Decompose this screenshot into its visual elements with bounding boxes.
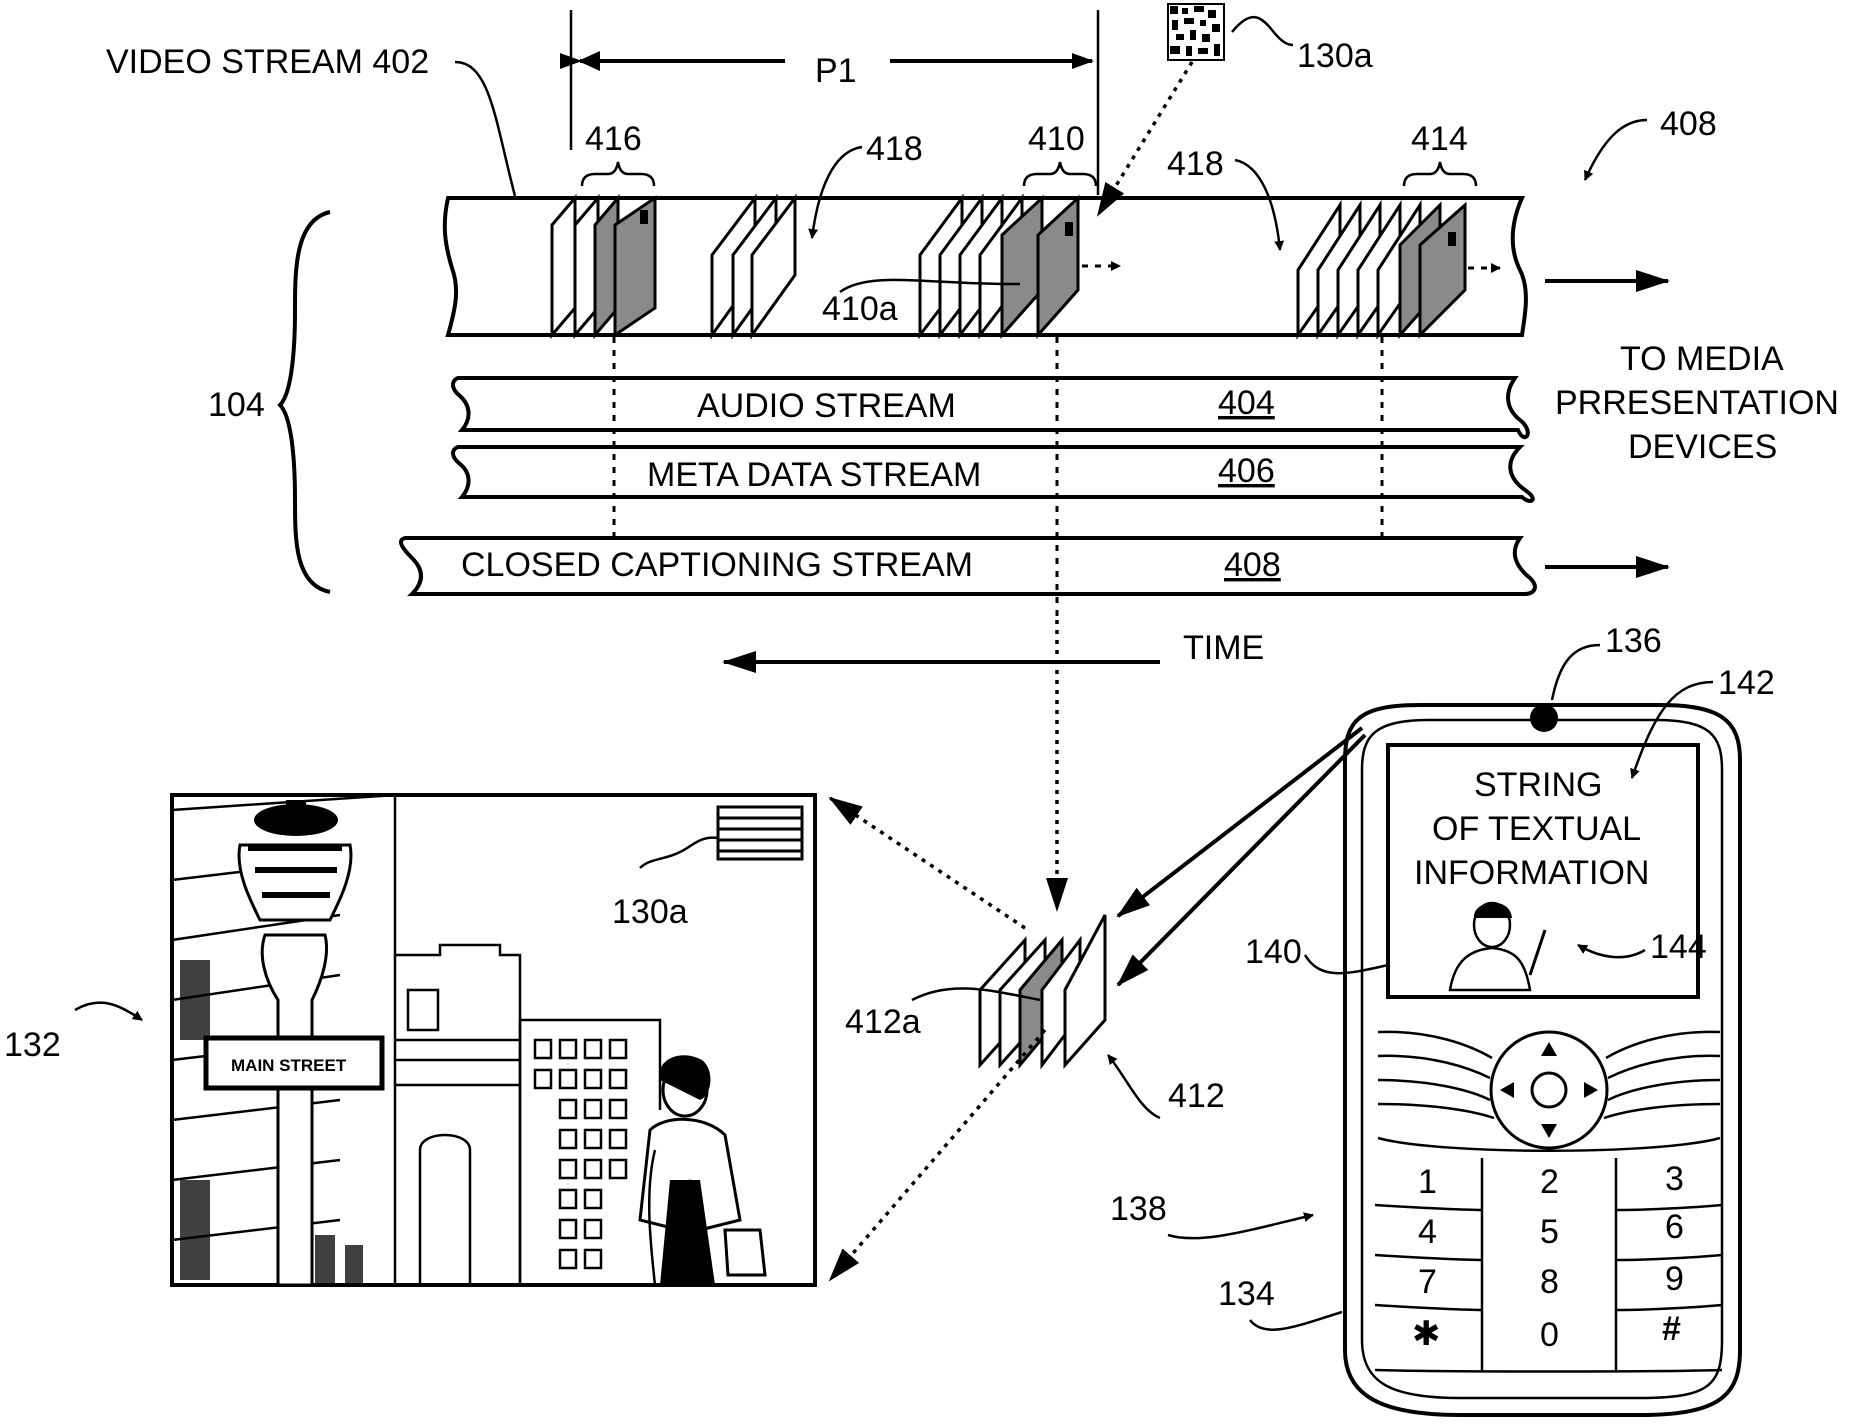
ref-412-leader xyxy=(1108,1055,1160,1118)
ref-412a: 412a xyxy=(845,1003,921,1041)
phone-text-line-3: INFORMATION xyxy=(1414,854,1649,892)
phone-camera-icon xyxy=(1530,704,1558,732)
ref-136: 136 xyxy=(1605,622,1662,660)
closed-captioning-stream-label: CLOSED CAPTIONING STREAM xyxy=(461,546,973,584)
ref-408-top: 408 xyxy=(1660,105,1717,143)
to-media-line-3: DEVICES xyxy=(1628,428,1777,466)
to-media-line-1: TO MEDIA xyxy=(1620,340,1784,378)
ref-138-leader xyxy=(1168,1215,1313,1238)
ref-412: 412 xyxy=(1168,1077,1225,1115)
key-hash[interactable]: # xyxy=(1662,1310,1681,1348)
key-6[interactable]: 6 xyxy=(1665,1208,1684,1246)
key-8[interactable]: 8 xyxy=(1540,1263,1559,1301)
screen-code-icon xyxy=(718,807,802,859)
ref-418-a-leader xyxy=(812,147,862,238)
qr-to-stream-line xyxy=(1098,62,1192,215)
ref-410a: 410a xyxy=(822,290,898,328)
brace-410 xyxy=(1024,162,1096,186)
ref-416: 416 xyxy=(585,120,642,158)
key-5[interactable]: 5 xyxy=(1540,1213,1559,1251)
frame-group-414 xyxy=(1298,205,1500,335)
ref-144: 144 xyxy=(1650,928,1707,966)
ref-136-leader xyxy=(1552,645,1600,700)
ref-132-leader xyxy=(75,1003,142,1020)
brace-414 xyxy=(1404,162,1476,186)
ref-132: 132 xyxy=(4,1026,61,1064)
audio-stream-label: AUDIO STREAM xyxy=(697,387,956,425)
ref-406: 406 xyxy=(1218,452,1275,490)
key-2[interactable]: 2 xyxy=(1540,1163,1559,1201)
phone-text-line-1: STRING xyxy=(1474,766,1602,804)
key-7[interactable]: 7 xyxy=(1418,1263,1437,1301)
ref-134: 134 xyxy=(1218,1275,1275,1313)
time-label: TIME xyxy=(1183,629,1264,667)
ref-408-top-leader xyxy=(1585,120,1647,180)
qr-code-icon xyxy=(1168,4,1224,60)
412-to-screen-bottom xyxy=(830,1030,1045,1280)
key-9[interactable]: 9 xyxy=(1665,1260,1684,1298)
frame-group-412 xyxy=(980,915,1105,1065)
brace-104 xyxy=(280,212,330,592)
key-3[interactable]: 3 xyxy=(1665,1160,1684,1198)
ref-130a-top: 130a xyxy=(1297,37,1373,75)
street-sign-label: MAIN STREET xyxy=(231,1056,347,1075)
ref-408: 408 xyxy=(1224,546,1281,584)
tv-screen: MAIN STREET xyxy=(172,795,815,1285)
p1-label: P1 xyxy=(815,52,857,90)
ref-130a-leader xyxy=(1232,17,1293,45)
key-0[interactable]: 0 xyxy=(1540,1316,1559,1354)
key-star[interactable]: ✱ xyxy=(1412,1315,1441,1353)
nav-select-button[interactable] xyxy=(1532,1073,1566,1107)
ref-414: 414 xyxy=(1411,120,1468,158)
ref-418-a: 418 xyxy=(866,130,923,168)
key-4[interactable]: 4 xyxy=(1418,1213,1437,1251)
to-media-line-2: PRRESENTATION xyxy=(1555,384,1839,422)
ref-140: 140 xyxy=(1245,933,1302,971)
key-1[interactable]: 1 xyxy=(1418,1163,1437,1201)
video-stream-leader xyxy=(455,62,515,196)
frame-group-418-a xyxy=(712,198,795,335)
ref-418-b-leader xyxy=(1235,160,1280,250)
meta-data-stream-label: META DATA STREAM xyxy=(647,456,981,494)
ref-130a-screen: 130a xyxy=(612,893,688,931)
frame-group-416 xyxy=(552,198,655,335)
412-to-screen-top xyxy=(830,798,1025,928)
ref-404: 404 xyxy=(1218,384,1275,422)
ref-138: 138 xyxy=(1110,1190,1167,1228)
ref-104: 104 xyxy=(208,386,265,424)
video-stream-label: VIDEO STREAM 402 xyxy=(106,43,429,81)
phone-to-412-bottom xyxy=(1118,735,1365,985)
mobile-phone: STRING OF TEXTUAL INFORMATION 1 2 3 4 5 xyxy=(1345,704,1740,1415)
ref-142: 142 xyxy=(1718,664,1775,702)
brace-416 xyxy=(582,162,654,186)
frame-group-410 xyxy=(920,198,1120,335)
ref-410: 410 xyxy=(1028,120,1085,158)
ref-418-b: 418 xyxy=(1167,145,1224,183)
ref-134-leader xyxy=(1250,1312,1342,1330)
phone-text-line-2: OF TEXTUAL xyxy=(1432,810,1641,848)
phone-to-412-top xyxy=(1118,728,1362,916)
